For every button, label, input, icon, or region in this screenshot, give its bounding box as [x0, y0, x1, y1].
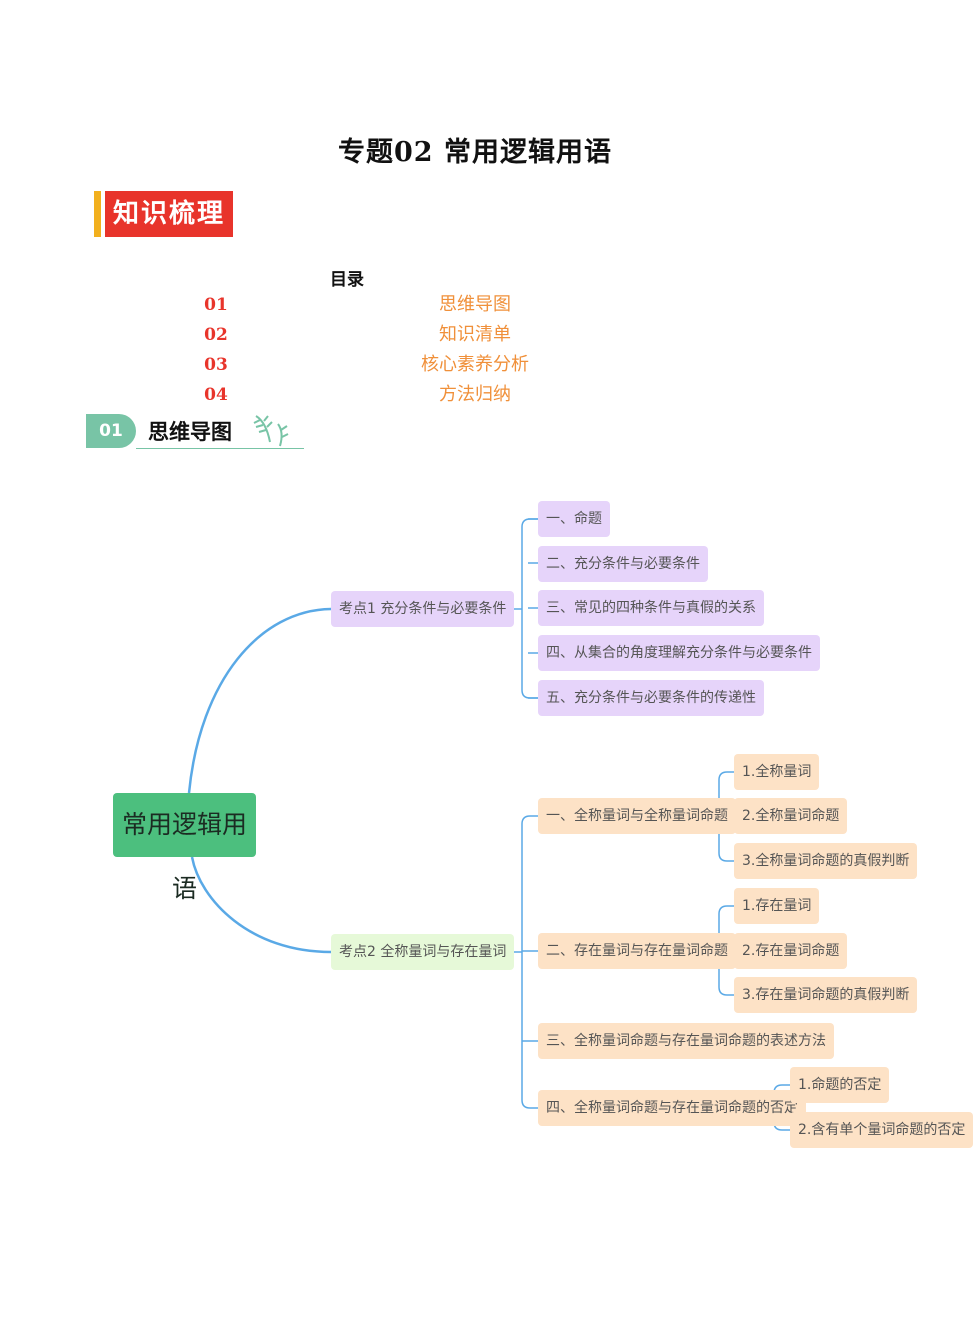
- mindmap-section-label: 思维导图: [148, 420, 232, 444]
- toc-label[interactable]: 方法归纳: [439, 384, 511, 405]
- badge-underline: [136, 448, 304, 449]
- toc-row[interactable]: 04 方法归纳: [0, 380, 950, 410]
- leaf-node[interactable]: 3.存在量词命题的真假判断: [734, 977, 918, 1013]
- topic1-item[interactable]: 五、充分条件与必要条件的传递性: [538, 680, 764, 716]
- page-title: 专题02 常用逻辑用语: [338, 137, 612, 168]
- leaf-icon: [253, 415, 289, 447]
- toc-number: 01: [204, 295, 228, 315]
- mindmap-root[interactable]: 常用逻辑用语: [113, 793, 256, 903]
- section-badge-label: 知识梳理: [105, 191, 234, 237]
- toc-label[interactable]: 核心素养分析: [421, 354, 529, 375]
- toc-heading: 目录: [330, 270, 364, 290]
- topic1-item[interactable]: 二、充分条件与必要条件: [538, 546, 708, 582]
- toc-row[interactable]: 01 思维导图: [0, 290, 950, 320]
- topic2-sub-node[interactable]: 四、全称量词命题与存在量词命题的否定: [538, 1090, 806, 1126]
- badge-accent-bar: [94, 191, 101, 237]
- mindmap-section-number: 01: [86, 414, 136, 448]
- leaf-node[interactable]: 2.含有单个量词命题的否定: [790, 1112, 973, 1148]
- topic1-item[interactable]: 三、常见的四种条件与真假的关系: [538, 590, 764, 626]
- topic1-node[interactable]: 考点1 充分条件与必要条件: [331, 591, 515, 627]
- mindmap-section-badge: 01 思维导图: [86, 412, 306, 452]
- toc-row[interactable]: 03 核心素养分析: [0, 350, 950, 380]
- topic2-sub-node[interactable]: 二、存在量词与存在量词命题: [538, 933, 736, 969]
- topic1-item[interactable]: 一、命题: [538, 501, 610, 537]
- section-badge: 知识梳理: [94, 191, 234, 237]
- toc-row[interactable]: 02 知识清单: [0, 320, 950, 350]
- leaf-node[interactable]: 1.存在量词: [734, 888, 820, 924]
- toc-label[interactable]: 知识清单: [439, 324, 511, 345]
- toc-number: 02: [204, 325, 228, 345]
- topic2-sub-node[interactable]: 三、全称量词命题与存在量词命题的表述方法: [538, 1023, 834, 1059]
- leaf-node[interactable]: 3.全称量词命题的真假判断: [734, 843, 918, 879]
- leaf-node[interactable]: 1.全称量词: [734, 754, 820, 790]
- mindmap-connectors: [187, 518, 790, 1131]
- topic2-node[interactable]: 考点2 全称量词与存在量词: [331, 934, 515, 970]
- toc-number: 03: [204, 355, 228, 375]
- topic2-sub-node[interactable]: 一、全称量词与全称量词命题: [538, 798, 736, 834]
- topic1-item[interactable]: 四、从集合的角度理解充分条件与必要条件: [538, 635, 820, 671]
- leaf-node[interactable]: 2.全称量词命题: [734, 798, 848, 834]
- toc-label[interactable]: 思维导图: [439, 294, 511, 315]
- leaf-node[interactable]: 2.存在量词命题: [734, 933, 848, 969]
- leaf-node[interactable]: 1.命题的否定: [790, 1067, 890, 1103]
- toc-number: 04: [204, 385, 228, 405]
